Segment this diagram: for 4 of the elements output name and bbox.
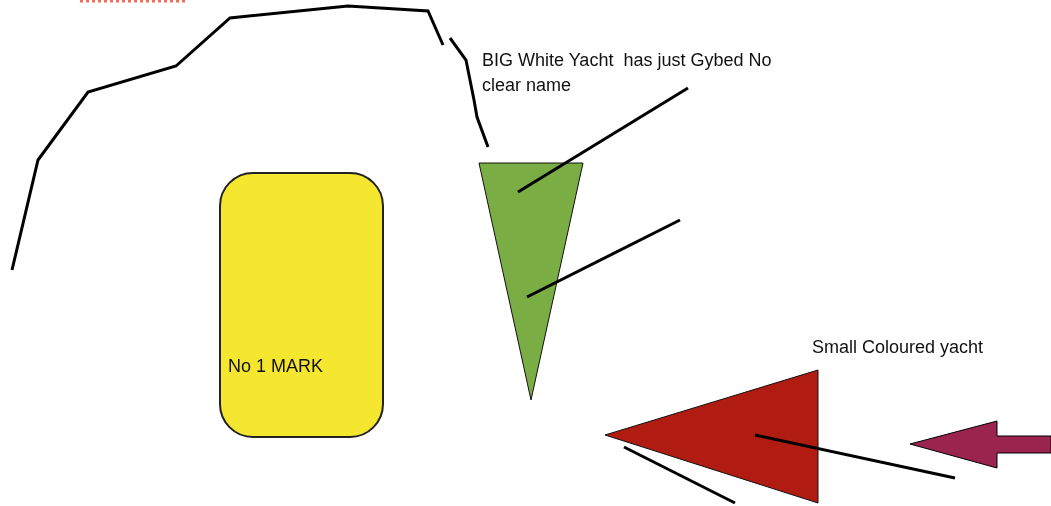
mark-buoy — [219, 172, 384, 438]
yacht-caption: Small Coloured yacht — [812, 336, 985, 359]
mark-label: No 1 MARK — [228, 355, 324, 378]
yacht-caption: BIG White Yacht has just Gybed No clear name — [482, 49, 773, 97]
